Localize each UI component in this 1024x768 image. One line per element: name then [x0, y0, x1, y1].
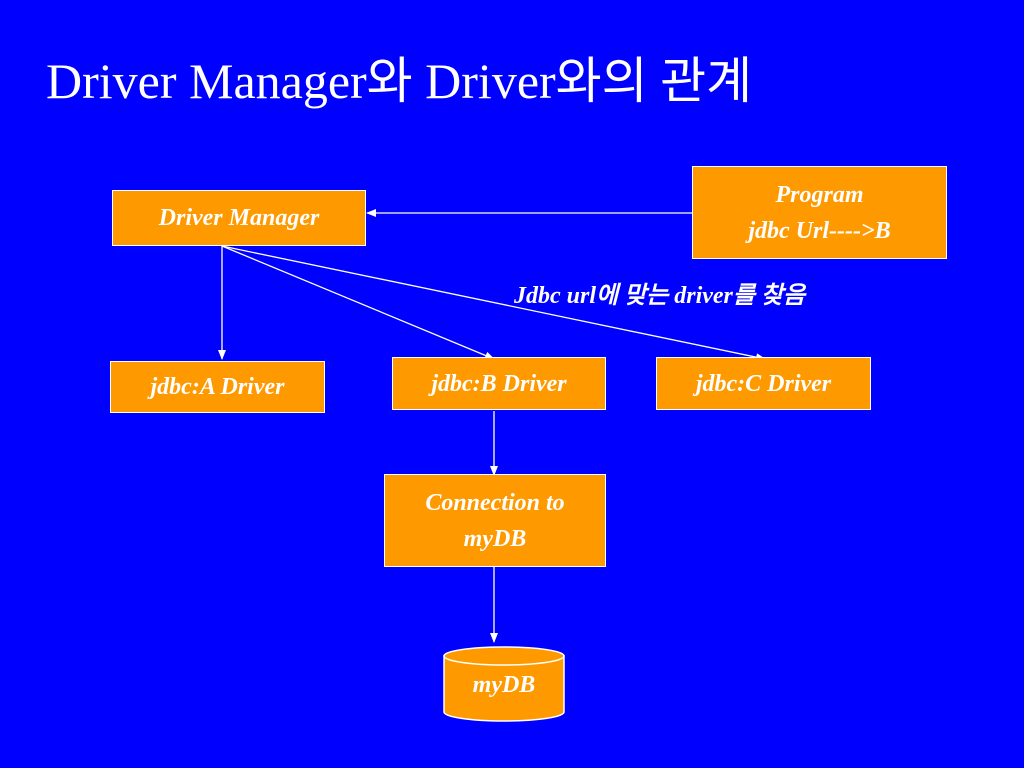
- connection-label: Connection to: [425, 489, 565, 516]
- arrow-manager-to-driver-c: [221, 245, 766, 362]
- database-label: myDB: [472, 672, 536, 698]
- driver-b-box: jdbc:B Driver: [392, 357, 606, 410]
- driver-manager-box: Driver Manager: [112, 190, 366, 246]
- slide-title: Driver Manager와 Driver와의 관계: [46, 53, 753, 109]
- connection-target-label: myDB: [463, 525, 527, 552]
- connection-box: Connection to myDB: [384, 474, 606, 567]
- program-url-label: jdbc Url---->B: [748, 217, 891, 244]
- annotation-text: Jdbc url에 맞는 driver를 찾음: [514, 283, 806, 309]
- driver-c-label: jdbc:C Driver: [695, 370, 832, 397]
- database-cylinder-icon: [443, 646, 565, 722]
- driver-c-box: jdbc:C Driver: [656, 357, 871, 410]
- program-box: Program jdbc Url---->B: [692, 166, 947, 259]
- arrow-manager-to-driver-b: [221, 245, 495, 360]
- program-label: Program: [775, 181, 864, 208]
- driver-a-label: jdbc:A Driver: [150, 374, 285, 400]
- driver-a-box: jdbc:A Driver: [110, 361, 325, 413]
- driver-b-label: jdbc:B Driver: [431, 370, 567, 397]
- driver-manager-label: Driver Manager: [158, 205, 320, 231]
